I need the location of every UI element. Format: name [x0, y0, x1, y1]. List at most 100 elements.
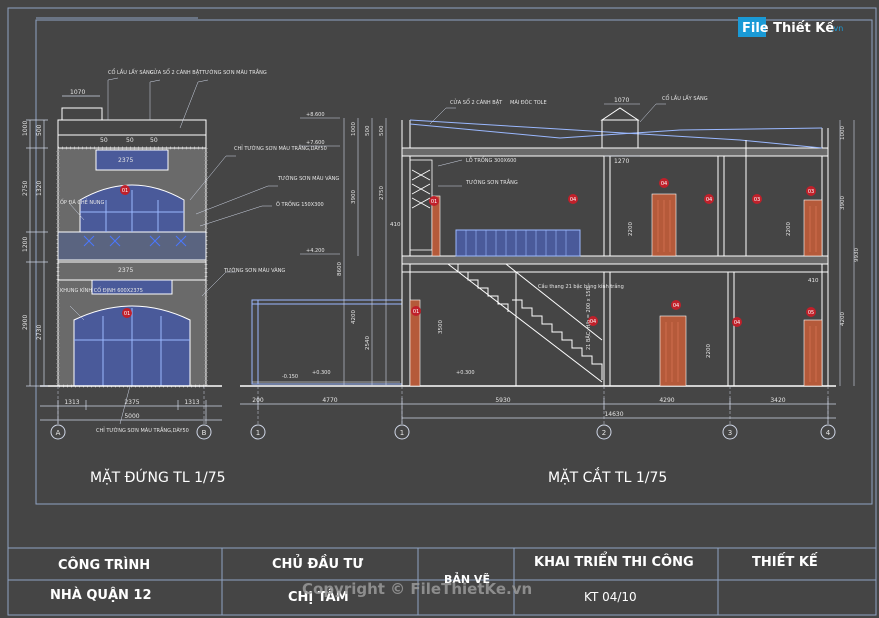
watermark-logo: File Thiết Kế .vn	[738, 17, 843, 37]
sec-level-6: +0.300	[456, 370, 475, 376]
sec-axis-3: 3	[728, 429, 732, 437]
tb-drawing-label: BẢN VẼ	[444, 572, 490, 586]
tb-owner-label: CHỦ ĐẦU TƯ	[272, 554, 363, 572]
elev-dim-left-6: 2900	[22, 315, 29, 330]
elevation-title: MẶT ĐỨNG TL 1/75	[90, 468, 226, 486]
sec-dim-bottom-4: 4290	[659, 397, 674, 404]
title-block	[7, 547, 877, 616]
elev-small-dim-1: 50	[100, 137, 108, 144]
sec-vdim-4: 2750	[379, 186, 385, 200]
sec-tag-10: 04	[734, 320, 740, 326]
sec-dim-bottom-2: 4770	[322, 397, 337, 404]
elev-dim-total: 5000	[124, 413, 139, 420]
elev-dim-left-4: 1320	[36, 181, 43, 196]
sec-dim-bottom-1: 200	[252, 397, 264, 404]
sec-top-dim: 1070	[614, 97, 629, 104]
sec-vdim-2: 500	[365, 125, 371, 136]
sec-tag-3: 04	[570, 197, 576, 203]
sec-tag-2: 01	[413, 309, 419, 315]
sec-vdim-13: 4200	[840, 312, 846, 326]
elev-axis-a: A	[56, 429, 61, 437]
watermark-top-suffix: .vn	[831, 24, 843, 33]
sec-tag-11: 05	[808, 310, 814, 316]
elev-dim-left-2: 500	[36, 124, 43, 136]
elev-note-9: TƯỜNG SƠN MÀU VÀNG	[223, 267, 285, 274]
sec-vdim-15: 9930	[854, 248, 860, 262]
tb-owner-value: CHỊ TÂM	[288, 589, 349, 605]
sec-vdim-5: 3900	[351, 190, 357, 204]
elev-note-4: CHỈ TƯỜNG SƠN MÀU TRẮNG,DÀY50	[234, 144, 327, 152]
sec-level-5: +0.300	[312, 370, 331, 376]
elev-small-dim-2: 50	[126, 137, 134, 144]
sec-vdim-18: 410	[390, 222, 401, 228]
sec-vdim-14: 3900	[840, 196, 846, 210]
sec-note-1: CỬA SỔ 2 CÁNH BẬT	[450, 98, 503, 106]
sec-note-4: LỖ TRỐNG 300X600	[466, 156, 517, 164]
elev-note-6: Ô TRỐNG 150X300	[276, 200, 324, 208]
elev-dim-bottom-3: 1313	[184, 399, 199, 406]
sec-dim-bottom-3: 5930	[495, 397, 510, 404]
sec-tag-8: 04	[590, 319, 596, 325]
sec-tag-5: 04	[706, 197, 712, 203]
sec-vdim-12: 2200	[706, 344, 712, 358]
sec-level-3: +4.200	[306, 248, 325, 254]
sec-tag-9: 04	[673, 303, 679, 309]
sec-vdim-8: 2540	[365, 336, 371, 350]
elev-small-dim-5: 2375	[118, 267, 133, 274]
sec-dim-total: 14630	[604, 411, 623, 418]
sec-axis-2: 2	[602, 429, 606, 437]
elevation-tag-lower: 01	[124, 311, 130, 317]
sec-vdim-11: 2200	[786, 222, 792, 236]
elev-axis-b: B	[202, 429, 207, 437]
sec-note-2: MÁI ĐÓC TOLE	[510, 99, 547, 106]
elev-small-dim-3: 50	[150, 137, 158, 144]
elev-note-10: CHỈ TƯỜNG SƠN MÀU TRẮNG,DÀY50	[96, 426, 189, 434]
sec-vdim-16: 1000	[840, 126, 846, 140]
sec-tag-1: 01	[431, 199, 437, 205]
section-title: MẶT CẮT TL 1/75	[548, 467, 667, 486]
sec-vdim-6: 8600	[337, 262, 343, 276]
sec-vdim-10: 2200	[628, 222, 634, 236]
sec-note-3: CỔ LẦU LẤY SÁNG	[662, 94, 708, 102]
tb-project-label: CÔNG TRÌNH	[58, 557, 150, 573]
front-elevation: 01 01 1000 500 2750 1320 1200 2900 2730 …	[22, 68, 339, 486]
elev-dim-left-7: 2730	[36, 325, 43, 340]
sec-level-4: -0.150	[282, 374, 298, 380]
sec-vdim-9: 3500	[438, 320, 444, 334]
elev-dim-bottom-1: 1313	[64, 399, 79, 406]
elev-note-3: TƯỜNG SƠN MÀU TRẮNG	[201, 68, 267, 76]
sec-tag-7: 03	[808, 189, 814, 195]
sec-tag-6: 03	[754, 197, 760, 203]
watermark-top-text: File Thiết Kế	[742, 21, 834, 36]
cross-section: 01 01 04 04 04 03 03 04 04 04 05 +8.600 …	[240, 94, 860, 486]
tb-phase-label: KHAI TRIỂN THI CÔNG	[534, 552, 694, 570]
sec-axis-4: 4	[826, 429, 831, 437]
sec-axis-1b: 1	[400, 429, 404, 437]
elev-dim-bottom-2: 2375	[124, 399, 139, 406]
elev-top-dim: 1070	[70, 89, 85, 96]
elev-note-7: ỐP ĐÁ CHẺ NUNG	[60, 198, 104, 206]
sec-level-2: +7.600	[306, 140, 325, 146]
sec-dim-bottom-5: 3420	[770, 397, 785, 404]
watermark-bottom: Copyright © FileThietKe.vn	[302, 580, 532, 598]
sec-tag-4: 04	[661, 181, 667, 187]
sec-top-dim2: 1270	[614, 158, 629, 165]
elev-dim-left-5: 1200	[22, 237, 29, 252]
tb-project-value: NHÀ QUẬN 12	[50, 587, 152, 603]
sec-note-6: Cầu thang 21 bậc bằng kính trắng	[538, 282, 624, 290]
sec-note-7: 21 BẬC: H/b = 200 x 150	[585, 287, 592, 350]
sec-axis-1a: 1	[256, 429, 260, 437]
elev-dim-left-1: 1000	[22, 121, 29, 136]
elev-note-2: CỬA SỔ 2 CÁNH BẬT	[150, 68, 203, 76]
elev-note-1: CỔ LẦU LẤY SÁNG	[108, 68, 154, 76]
elev-dim-left-3: 2750	[22, 181, 29, 196]
sec-vdim-3: 500	[379, 125, 385, 136]
sec-note-5: TƯỜNG SƠN TRẮNG	[465, 178, 518, 186]
tb-sheet-number: KT 04/10	[584, 590, 637, 604]
sec-vdim-7: 4200	[351, 310, 357, 324]
elev-small-dim-4: 2375	[118, 157, 133, 164]
elev-note-8: KHUNG KÍNH CỐ ĐỊNH 600X2375	[60, 286, 143, 294]
elev-note-5: TƯỜNG SƠN MÀU VÀNG	[277, 175, 339, 182]
sec-vdim-1: 1000	[351, 122, 357, 136]
